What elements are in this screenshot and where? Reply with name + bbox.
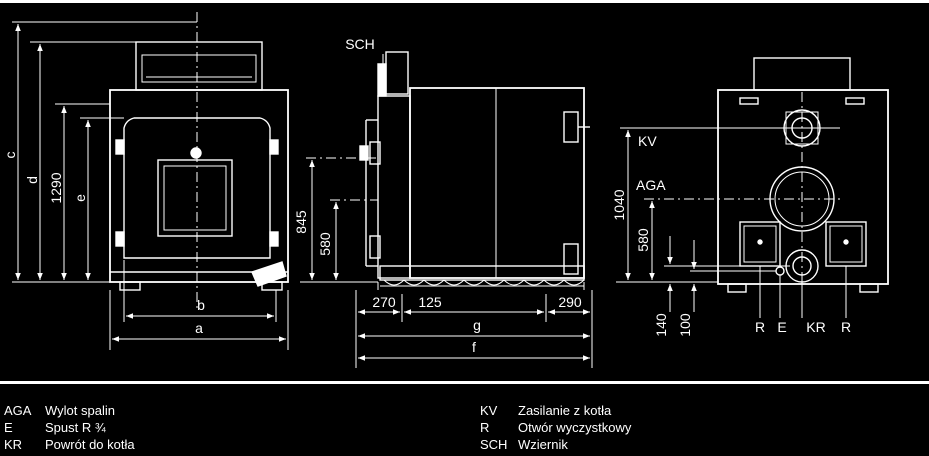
dim-c-label: c — [2, 152, 18, 159]
dim-1040-label: 1040 — [611, 189, 627, 220]
bottom-label-kr: KR — [806, 319, 825, 335]
dim-290-label: 290 — [558, 294, 582, 310]
legend-desc: Zasilanie z kotła — [518, 403, 612, 418]
separator-line — [0, 381, 929, 384]
legend-code: R — [480, 420, 490, 435]
dim-125-label: 125 — [418, 294, 442, 310]
rear-view — [616, 57, 889, 318]
legend-desc: Powrót do kotła — [45, 437, 135, 452]
technical-drawing: c d 1290 e b a — [0, 0, 929, 368]
dim-845-label: 845 — [293, 210, 309, 234]
dim-g-label: g — [473, 317, 481, 333]
legend-code: AGA — [4, 403, 32, 418]
legend-code: SCH — [480, 437, 508, 452]
bottom-label-r2: R — [841, 319, 851, 335]
rear-dimension-labels: KV AGA 1040 580 140 100 R E KR R — [611, 133, 851, 337]
sch-label: SCH — [345, 36, 375, 52]
dim-1290-label: 1290 — [48, 172, 64, 203]
dim-270-label: 270 — [372, 294, 396, 310]
dim-580-rear-label: 580 — [635, 228, 651, 252]
aga-label: AGA — [636, 177, 666, 193]
legend-code: KR — [4, 437, 23, 452]
dim-d-label: d — [24, 176, 40, 184]
dim-100-label: 100 — [677, 313, 693, 337]
legend-code: KV — [480, 403, 498, 418]
legend-code: E — [4, 420, 13, 435]
kv-label: KV — [638, 133, 657, 149]
dim-b-label: b — [197, 297, 205, 313]
legend-desc: Spust R ¾ — [45, 420, 106, 435]
legend-desc: Wylot spalin — [45, 403, 115, 418]
side-dimension-labels: SCH 845 580 270 125 290 g f — [293, 36, 582, 355]
front-dimension-labels: c d 1290 e b a — [2, 152, 205, 337]
legend-desc: Wziernik — [518, 437, 568, 452]
legend: AGA Wylot spalin E Spust R ¾ KR Powrót d… — [0, 402, 929, 456]
dim-f-label: f — [472, 339, 476, 355]
legend-desc: Otwór wyczystkowy — [518, 420, 632, 435]
dim-a-label: a — [195, 320, 203, 336]
side-view — [300, 51, 593, 368]
dim-140-label: 140 — [653, 313, 669, 337]
front-view — [12, 12, 289, 350]
dim-e-label: e — [72, 194, 88, 202]
bottom-label-r1: R — [755, 319, 765, 335]
dim-580-label: 580 — [317, 232, 333, 256]
bottom-label-e: E — [777, 319, 786, 335]
